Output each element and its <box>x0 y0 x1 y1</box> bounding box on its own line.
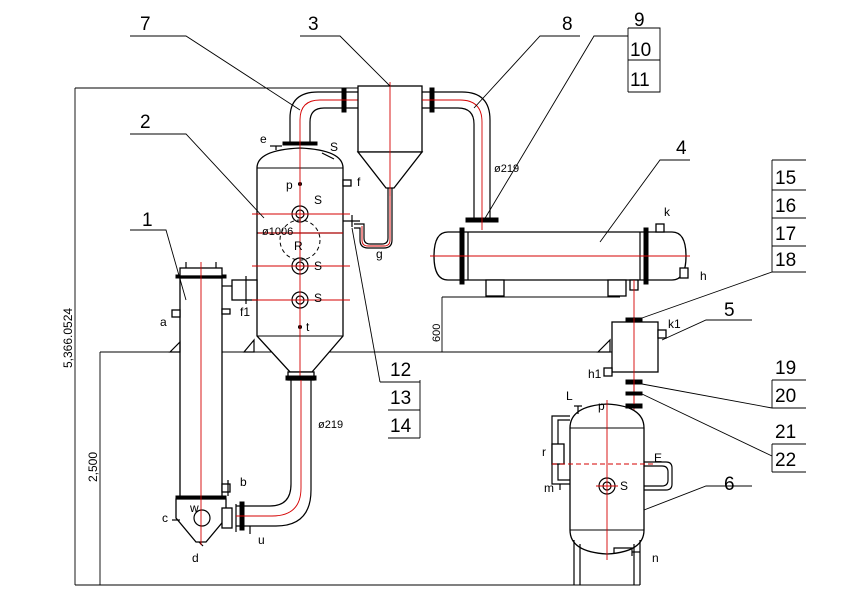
receiver <box>603 317 667 410</box>
nozzle-label-p-tank: p <box>598 399 605 413</box>
dim-overall-height: 5,366.0524 <box>61 308 75 368</box>
leader-lines <box>130 27 806 511</box>
nozzle-label-h: h <box>700 269 707 283</box>
receiving-tank <box>551 384 673 585</box>
nozzle-label-e: e <box>260 132 267 146</box>
part-number-10: 10 <box>630 40 651 61</box>
nozzle-label-u: u <box>258 533 265 547</box>
dim-shell-diameter: ø1006 <box>262 226 293 238</box>
part-number-2: 2 <box>140 112 151 133</box>
part-number-16: 16 <box>775 196 796 217</box>
nozzle-label-l: L <box>566 389 573 403</box>
nozzle-label-m: m <box>544 481 554 495</box>
part-number-19: 19 <box>775 358 796 379</box>
nozzle-label-n: n <box>652 551 659 565</box>
part-number-17: 17 <box>775 224 796 245</box>
nozzle-label-a: a <box>160 315 167 329</box>
nozzle-label-w: w <box>189 501 199 515</box>
part-number-9: 9 <box>634 10 645 31</box>
nozzle-label-e-tank: E <box>654 451 662 465</box>
nozzle-label-k1: k1 <box>668 317 681 331</box>
part-number-5: 5 <box>724 300 735 321</box>
dim-lower-height: 2,500 <box>86 452 100 482</box>
part-number-7: 7 <box>140 14 151 35</box>
nozzle-label-f: f <box>357 175 361 189</box>
part-number-12: 12 <box>390 360 411 381</box>
nozzle-label-p-evap: p <box>286 178 293 192</box>
dimension-lines <box>74 87 640 586</box>
nozzle-labels: e S f p S ø1006 R S S t g ø219 ø219 a f1… <box>160 132 707 565</box>
sight-glass-label-1: S <box>314 193 322 207</box>
part-number-3: 3 <box>308 14 319 35</box>
part-number-14: 14 <box>390 416 412 437</box>
nozzle-label-k: k <box>664 205 671 219</box>
nozzle-label-t: t <box>306 320 310 334</box>
part-number-20: 20 <box>775 386 796 407</box>
part-number-labels: 7 3 8 9 10 11 2 4 15 16 17 18 1 5 12 13 … <box>140 10 796 495</box>
nozzle-label-c: c <box>162 511 168 525</box>
sight-glass-label-2: S <box>314 259 322 273</box>
label-r: R <box>294 239 303 253</box>
nozzle-label-d: d <box>192 551 199 565</box>
calandria-heater <box>168 262 611 547</box>
part-number-8: 8 <box>562 14 573 35</box>
dim-pipe-upper: ø219 <box>494 163 519 175</box>
part-number-13: 13 <box>390 388 411 409</box>
nozzle-label-b: b <box>240 475 247 489</box>
dim-condenser-height: 600 <box>431 324 443 342</box>
part-number-15: 15 <box>775 168 796 189</box>
part-number-1: 1 <box>142 210 153 231</box>
dim-pipe-lower: ø219 <box>318 419 343 431</box>
nozzle-label-f1: f1 <box>240 305 250 319</box>
part-number-4: 4 <box>676 138 687 159</box>
part-number-18: 18 <box>775 250 796 271</box>
nozzle-label-s-top: S <box>330 140 338 154</box>
nozzle-label-h1: h1 <box>588 367 602 381</box>
part-number-21: 21 <box>775 422 796 443</box>
part-number-11: 11 <box>630 70 650 91</box>
sight-glass-label-3: S <box>314 291 322 305</box>
condenser <box>430 223 690 322</box>
nozzle-label-g: g <box>376 247 383 261</box>
nozzle-label-r-tank: r <box>542 445 546 459</box>
part-number-6: 6 <box>724 474 735 495</box>
sight-glass-label-tank: S <box>620 479 628 493</box>
part-number-22: 22 <box>775 450 796 471</box>
